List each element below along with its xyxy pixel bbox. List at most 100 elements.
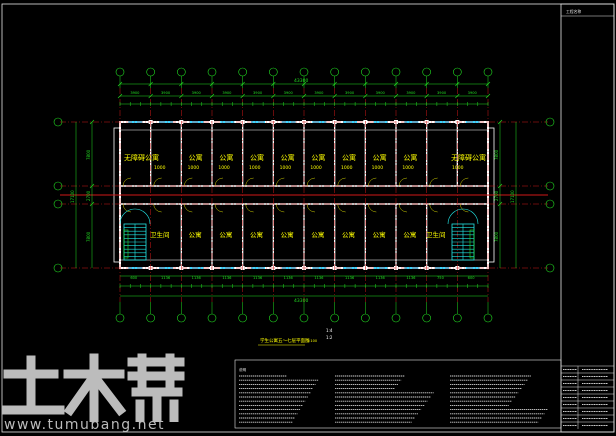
room-area-upper: 1000 — [372, 165, 384, 171]
door-swing — [368, 203, 377, 213]
axis-bubble-top — [269, 67, 278, 77]
room-label-layer: 无障碍公寓 1000 公寓 1000 公寓 1000 公寓 1000 公寓 1000 公寓 1000 公… — [124, 153, 486, 239]
door-swing — [306, 177, 316, 187]
room-label-lower: 公寓 — [311, 230, 324, 239]
axis-bubble-top — [422, 67, 431, 77]
door-swing — [429, 177, 438, 187]
dim-tick-mark — [89, 201, 95, 207]
stair-left — [119, 208, 151, 261]
door-swing — [337, 177, 346, 187]
room-area-upper: 1000 — [341, 165, 353, 171]
title-block: 工程名称 — [561, 9, 614, 429]
room-label-upper: 无障碍公寓 — [124, 153, 159, 162]
dim-bay-top: 3900 — [376, 91, 386, 95]
dim-tick-mark — [148, 93, 153, 99]
dim-bay-bottom: 1136 — [222, 276, 232, 280]
tumubang-logo-watermark — [2, 353, 185, 422]
dim-bay-bottom: 600 — [130, 276, 138, 280]
axis-bubble-top — [238, 67, 247, 77]
dim-bay-top: 3900 — [314, 91, 324, 95]
dim-tick-mark — [301, 93, 307, 99]
axis-bubble-bottom — [238, 313, 247, 323]
title-block-header: 工程名称 — [566, 9, 581, 14]
room-area-upper: 1000 — [188, 165, 200, 171]
dim-tick-mark — [497, 119, 503, 125]
room-label-lower: 卫生间 — [426, 230, 446, 239]
axis-bubble-bottom — [207, 313, 217, 323]
title-strip — [560, 3, 615, 433]
door-swing — [122, 177, 132, 187]
dim-side-right: 7800 — [494, 231, 499, 242]
dim-tick-mark — [271, 93, 276, 99]
room-label-upper: 公寓 — [403, 153, 417, 162]
door-swing — [153, 203, 162, 213]
room-area-upper: 1000 — [280, 165, 292, 171]
dim-bay-bottom: 1136 — [192, 276, 202, 280]
dim-total-top: 43300 — [294, 78, 308, 84]
door-swing — [184, 177, 193, 187]
plan-title: 学生公寓五～七层平面图 — [260, 337, 310, 344]
dim-bay-bottom: 1136 — [345, 276, 355, 280]
axis-bubble-bottom — [453, 313, 462, 323]
axis-bubble-bottom — [391, 313, 401, 323]
stair-legend-b: 1:2 — [326, 335, 333, 340]
dim-tick-mark — [117, 81, 123, 87]
dim-tick-mark — [89, 119, 95, 125]
door-swing — [276, 177, 285, 187]
axis-bubble-left — [53, 263, 63, 273]
dim-tick-mark — [455, 81, 460, 87]
dim-bay-bottom: 1136 — [406, 276, 416, 280]
door-swing — [460, 203, 469, 213]
dim-bay-bottom: 1136 — [161, 276, 171, 280]
dim-side-overall-right: 17100 — [510, 190, 515, 203]
door-swing — [337, 203, 346, 213]
watermark-url: www.tumubang.net — [4, 417, 166, 433]
door-swing — [245, 203, 254, 213]
room-label-upper: 公寓 — [281, 153, 295, 162]
room-area-upper: 1000 — [154, 165, 166, 171]
dim-bay-bottom: 750 — [437, 276, 445, 280]
axis-bubble-left — [53, 181, 63, 191]
room-label-upper: 公寓 — [189, 153, 203, 162]
door-swing — [398, 203, 408, 213]
axis-bubble-top — [299, 67, 309, 77]
room-label-upper: 公寓 — [219, 153, 233, 162]
dim-tick-mark — [363, 93, 368, 99]
dim-tick-mark — [301, 81, 307, 87]
room-label-upper: 公寓 — [311, 153, 325, 162]
room-area-upper: 1000 — [249, 165, 261, 171]
room-label-lower: 公寓 — [219, 230, 232, 239]
axis-bubble-top — [483, 67, 493, 77]
axis-bubble-bottom — [177, 313, 186, 323]
dim-bay-top: 3900 — [253, 91, 263, 95]
room-area-upper: 1000 — [402, 165, 414, 171]
dim-tick-mark — [89, 183, 95, 189]
dim-bay-top: 3900 — [222, 91, 232, 95]
dim-bay-top: 3900 — [345, 91, 355, 95]
room-label-upper: 无障碍公寓 — [451, 153, 486, 162]
room-label-upper: 公寓 — [250, 153, 264, 162]
axis-bubble-top — [207, 67, 217, 77]
dim-bay-top: 3900 — [437, 91, 447, 95]
door-swing — [214, 177, 224, 187]
dim-tick-mark — [117, 93, 123, 99]
dim-total-bottom: 43300 — [294, 298, 308, 304]
axis-bubble-top — [330, 67, 339, 77]
room-label-lower: 公寓 — [403, 230, 416, 239]
dim-tick-mark — [240, 93, 245, 99]
dim-tick-mark — [497, 183, 503, 189]
room-label-lower: 卫生间 — [150, 230, 170, 239]
axis-bubble-bottom — [115, 313, 125, 323]
door-swing — [245, 177, 254, 187]
dim-tick-mark — [332, 81, 337, 87]
dim-tick-mark — [179, 81, 184, 87]
axis-bubble-bottom — [422, 313, 431, 323]
door-swing — [368, 177, 377, 187]
door-swing — [429, 203, 438, 213]
axis-bubble-top — [146, 67, 155, 77]
dim-tick-mark — [393, 93, 399, 99]
dim-tick-mark — [271, 81, 276, 87]
axis-bubble-bottom — [483, 313, 493, 323]
dim-bay-top: 3900 — [130, 91, 140, 95]
axis-bubble-bottom — [269, 313, 278, 323]
